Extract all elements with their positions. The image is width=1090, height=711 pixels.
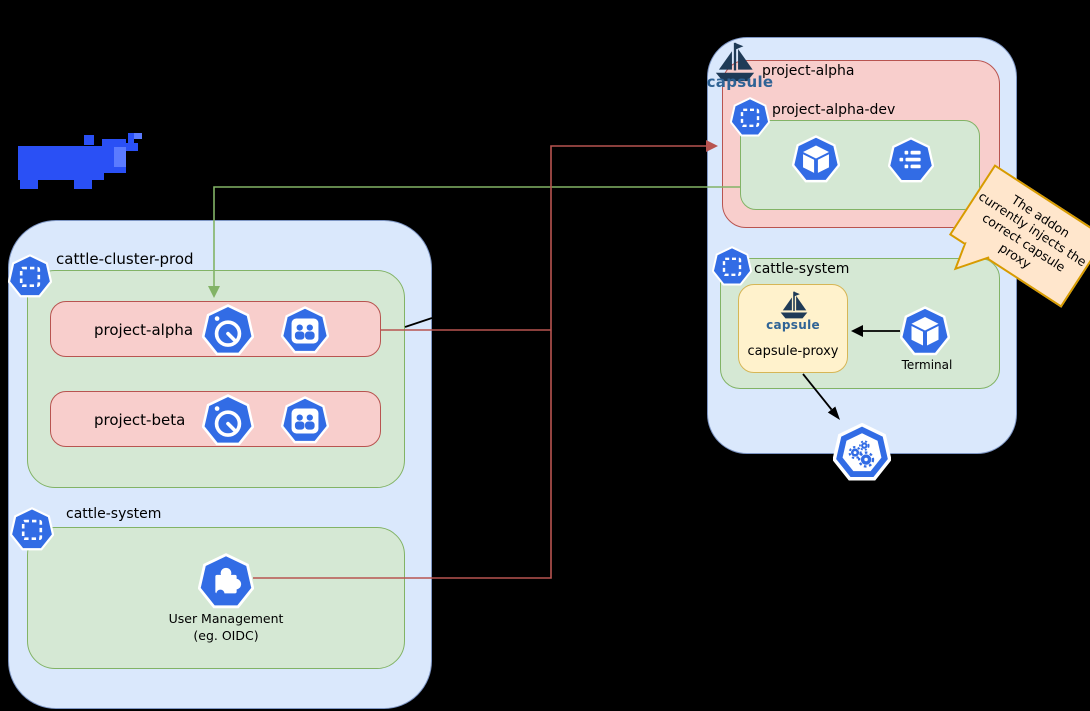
callout-bubble: The addon currently injects the correct … bbox=[948, 164, 1090, 308]
namespace-icon bbox=[8, 254, 52, 298]
terminal-pod-icon bbox=[900, 306, 950, 356]
quota-icon bbox=[888, 137, 934, 183]
users-group-icon bbox=[281, 306, 329, 354]
capsule-proxy-box bbox=[738, 284, 848, 373]
namespace-icon bbox=[730, 97, 770, 137]
project-alpha-label-left: project-alpha bbox=[94, 321, 194, 339]
right-cattle-system-label: cattle-system bbox=[754, 261, 850, 277]
limits-gauge-icon bbox=[202, 394, 254, 446]
capsule-wordmark: capsule bbox=[706, 73, 774, 91]
project-alpha-label-right: project-alpha bbox=[762, 63, 855, 79]
plugin-puzzle-icon bbox=[198, 553, 254, 609]
capsule-proxy-wordmark: capsule bbox=[766, 318, 820, 332]
pod-icon bbox=[792, 135, 840, 183]
left-cattle-system-label: cattle-system bbox=[66, 506, 162, 522]
callout-tail bbox=[953, 241, 990, 271]
green-arrow-dev-to-prod-project bbox=[208, 186, 740, 298]
kubernetes-control-plane-icon bbox=[833, 423, 891, 481]
project-beta-label-left: project-beta bbox=[94, 411, 186, 429]
project-alpha-dev-label: project-alpha-dev bbox=[772, 102, 896, 118]
project-alpha-dev-box bbox=[740, 120, 980, 210]
black-connectors bbox=[404, 317, 900, 420]
red-connectors bbox=[253, 140, 718, 579]
capsule-proxy-label: capsule-proxy bbox=[747, 344, 839, 359]
namespace-icon bbox=[712, 246, 752, 286]
limits-gauge-icon bbox=[202, 304, 254, 356]
user-management-line2: (eg. OIDC) bbox=[193, 628, 259, 643]
left-cattle-system-box bbox=[27, 527, 405, 669]
left-cluster-name: cattle-cluster-prod bbox=[56, 250, 194, 268]
users-group-icon bbox=[281, 396, 329, 444]
terminal-label: Terminal bbox=[901, 358, 953, 372]
rancher-cow-logo bbox=[18, 133, 142, 189]
namespace-icon bbox=[10, 507, 54, 551]
user-management-line1: User Management bbox=[168, 611, 284, 626]
user-management-label: User Management (eg. OIDC) bbox=[146, 610, 306, 644]
capsule-proxy-boat-logo bbox=[778, 291, 810, 319]
